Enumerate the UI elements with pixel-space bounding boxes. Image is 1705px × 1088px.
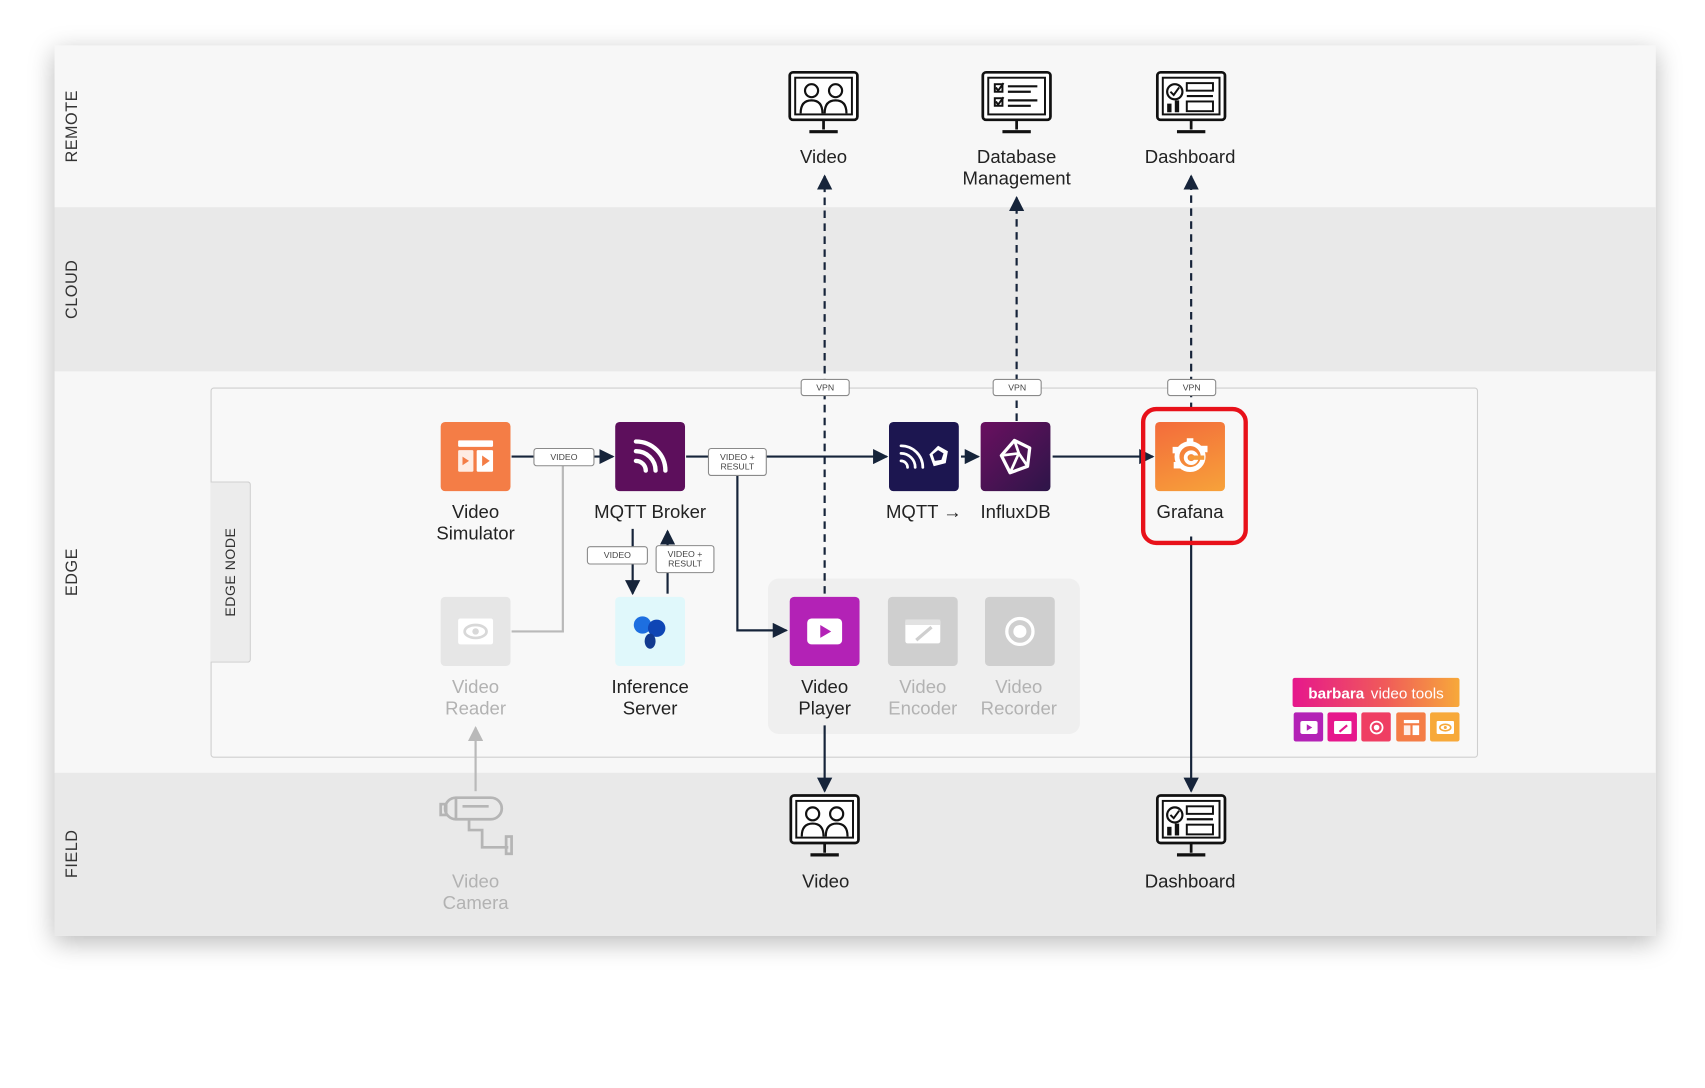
tag-video-2: VIDEO bbox=[586, 546, 648, 565]
video-encoder-tile[interactable] bbox=[887, 596, 958, 666]
tag-vpn-1: VPN bbox=[800, 378, 850, 397]
video-recorder-tile[interactable] bbox=[984, 596, 1055, 666]
inference-server-icon bbox=[633, 616, 666, 649]
mini-encoder-icon bbox=[1327, 712, 1357, 742]
grafana-label: Grafana bbox=[1156, 501, 1224, 523]
video-player-icon bbox=[807, 618, 843, 645]
mqtt-to-label: MQTT → bbox=[885, 501, 962, 523]
video-player-label: Video Player bbox=[798, 676, 851, 719]
mini-recorder-icon bbox=[1361, 712, 1391, 742]
tag-vpn-3: VPN bbox=[1167, 378, 1217, 397]
mqtt-to-influx-tile[interactable] bbox=[889, 422, 959, 492]
inference-server-label: Inference Server bbox=[611, 676, 689, 719]
video-simulator-icon bbox=[458, 440, 494, 472]
video-camera-label: Video Camera bbox=[442, 871, 509, 914]
mini-simulator-icon bbox=[1396, 712, 1426, 742]
mqtt-influx-connector-icon bbox=[899, 444, 948, 469]
remote-dashboard-monitor-icon bbox=[1155, 70, 1227, 134]
video-recorder-label: Video Recorder bbox=[980, 676, 1057, 719]
video-encoder-label: Video Encoder bbox=[888, 676, 958, 719]
remote-video-monitor-icon bbox=[788, 70, 859, 134]
inference-server-tile[interactable] bbox=[615, 596, 686, 666]
video-reader-tile[interactable] bbox=[440, 596, 511, 666]
grafana-highlight bbox=[1140, 406, 1248, 546]
field-video-label: Video bbox=[802, 871, 850, 892]
field-dashboard-monitor-icon bbox=[1155, 794, 1227, 857]
video-camera-icon bbox=[439, 796, 513, 856]
video-simulator-label: Video Simulator bbox=[436, 501, 515, 545]
video-encoder-icon bbox=[905, 619, 941, 644]
video-reader-label: Video Reader bbox=[445, 676, 507, 719]
tag-video-result-1: VIDEO + RESULT bbox=[707, 447, 767, 477]
tag-vpn-2: VPN bbox=[992, 378, 1042, 397]
video-player-tile[interactable] bbox=[789, 596, 860, 666]
grafana-tile[interactable] bbox=[1155, 422, 1225, 492]
tag-video-result-2: VIDEO + RESULT bbox=[655, 545, 715, 574]
field-video-monitor-icon bbox=[789, 794, 860, 857]
field-dashboard-label: Dashboard bbox=[1144, 871, 1236, 892]
influxdb-label: InfluxDB bbox=[980, 501, 1051, 523]
mini-reader-icon bbox=[1430, 712, 1460, 742]
brand-product: video tools bbox=[1370, 683, 1444, 702]
mqtt-broker-label: MQTT Broker bbox=[594, 501, 707, 523]
cloud-band bbox=[54, 207, 1656, 372]
mini-player-icon bbox=[1293, 712, 1324, 742]
influxdb-icon bbox=[999, 438, 1032, 475]
tag-video-1: VIDEO bbox=[533, 447, 595, 467]
barbara-video-tools-badge: barbara video tools bbox=[1292, 677, 1460, 708]
wire-broker-player bbox=[736, 472, 788, 638]
influxdb-tile[interactable] bbox=[980, 422, 1051, 492]
video-simulator-tile[interactable] bbox=[440, 422, 511, 492]
mqtt-broker-icon bbox=[633, 439, 668, 473]
mqtt-broker-tile[interactable] bbox=[615, 422, 686, 492]
wire-reader-simulator bbox=[511, 456, 564, 633]
brand-name: barbara bbox=[1308, 683, 1365, 702]
database-management-monitor-icon bbox=[981, 70, 1052, 134]
database-management-label: Database Management bbox=[962, 146, 1071, 189]
remote-video-label: Video bbox=[799, 146, 848, 168]
video-recorder-icon bbox=[1005, 616, 1035, 647]
video-reader-icon bbox=[458, 618, 494, 645]
remote-dashboard-label: Dashboard bbox=[1144, 146, 1236, 168]
edge-node-tab: EDGE NODE bbox=[210, 481, 251, 663]
grafana-icon bbox=[1172, 438, 1208, 472]
